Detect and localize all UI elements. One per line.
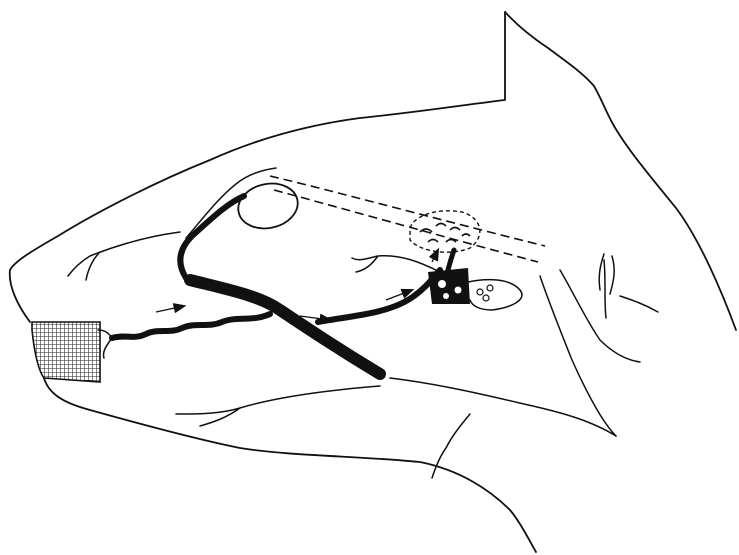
head-outline xyxy=(505,12,736,330)
junction-node xyxy=(428,268,470,304)
junction-hole-3 xyxy=(443,293,449,299)
branch-upper-left xyxy=(352,256,440,272)
neck-vessel-branch xyxy=(599,254,614,294)
junction-vessel xyxy=(318,270,440,322)
main-vessel xyxy=(190,280,380,374)
gland-stalk xyxy=(448,250,454,270)
lower-jaw-outline xyxy=(44,378,536,552)
nasal-patch xyxy=(32,322,100,382)
lower-jaw-vessel-2 xyxy=(390,378,616,436)
snout-upper-vessel xyxy=(68,232,180,280)
junction-hole-2 xyxy=(455,287,462,294)
junction-hole-1 xyxy=(438,280,446,288)
eye xyxy=(234,178,302,234)
small-circles xyxy=(477,285,493,301)
flow-arrow-1 xyxy=(156,306,184,312)
gland-cluster xyxy=(410,211,480,252)
lower-neck-vessel xyxy=(432,414,470,478)
branch-right-oval xyxy=(468,280,522,310)
wavy-vessel xyxy=(112,314,270,338)
neck-vessel-right xyxy=(560,260,658,362)
lower-jaw-vessel xyxy=(176,386,380,426)
dashed-duct xyxy=(270,176,545,262)
